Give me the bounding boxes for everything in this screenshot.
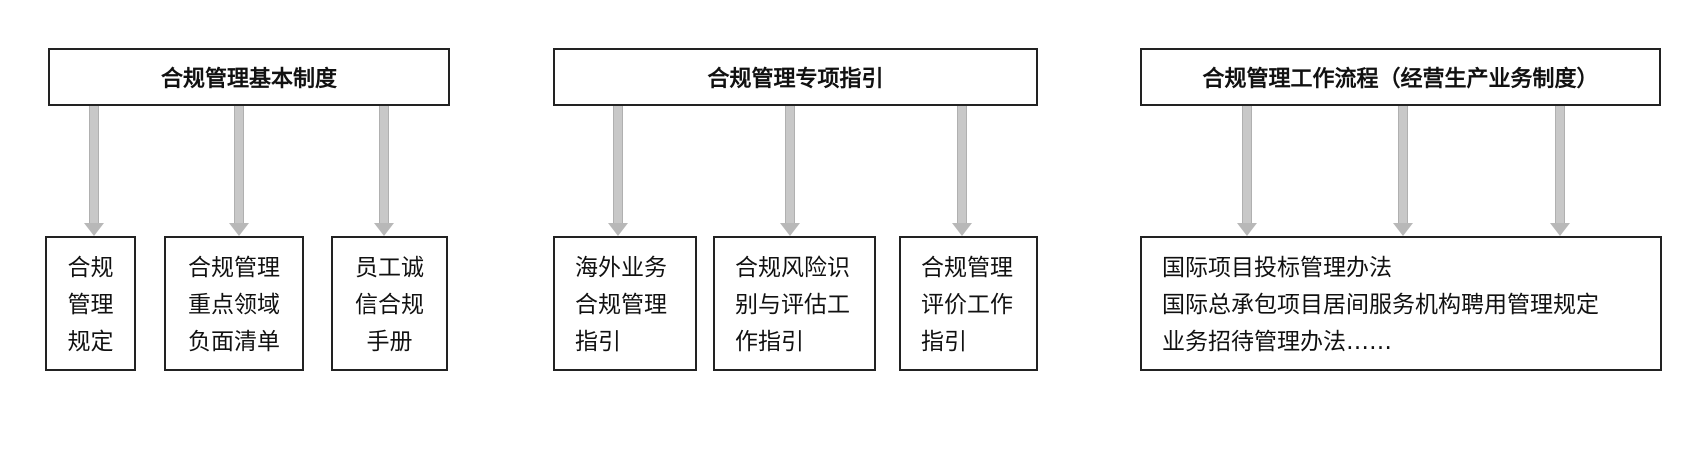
child-line: 合规 bbox=[67, 255, 114, 281]
child-line: 合规管理 bbox=[921, 255, 1013, 281]
child-line: 员工诚 bbox=[355, 255, 424, 281]
child-line: 信合规 bbox=[355, 292, 424, 318]
child-line: 业务招待管理办法…… bbox=[1162, 329, 1392, 355]
child-line: 别与评估工 bbox=[735, 292, 850, 318]
child-line: 合规管理 bbox=[575, 292, 667, 318]
arrow-1-2 bbox=[229, 106, 249, 236]
group-3-title: 合规管理工作流程（经营生产业务制度） bbox=[1202, 67, 1599, 92]
arrow-3-3 bbox=[1550, 106, 1570, 236]
group-1-child-3: 员工诚 信合规 手册 bbox=[331, 236, 448, 371]
child-line: 作指引 bbox=[735, 329, 804, 355]
arrow-3-2 bbox=[1393, 106, 1413, 236]
child-line: 规定 bbox=[67, 329, 114, 355]
child-line: 国际总承包项目居间服务机构聘用管理规定 bbox=[1162, 292, 1599, 318]
group-1-title: 合规管理基本制度 bbox=[160, 67, 337, 92]
arrow-1-3 bbox=[374, 106, 394, 236]
arrow-2-2 bbox=[780, 106, 800, 236]
arrow-3-1 bbox=[1237, 106, 1257, 236]
arrow-2-3 bbox=[952, 106, 972, 236]
group-3-child-1: 国际项目投标管理办法 国际总承包项目居间服务机构聘用管理规定 业务招待管理办法…… bbox=[1140, 236, 1662, 371]
group-1-title-box: 合规管理基本制度 bbox=[48, 48, 450, 106]
group-2-child-1: 海外业务 合规管理 指引 bbox=[553, 236, 697, 371]
child-line: 指引 bbox=[575, 329, 621, 355]
group-1-child-2: 合规管理 重点领域 负面清单 bbox=[164, 236, 304, 371]
group-3-title-box: 合规管理工作流程（经营生产业务制度） bbox=[1140, 48, 1661, 106]
child-line: 国际项目投标管理办法 bbox=[1162, 255, 1392, 281]
group-2-title: 合规管理专项指引 bbox=[707, 67, 884, 92]
child-line: 负面清单 bbox=[188, 329, 280, 355]
group-2-child-3: 合规管理 评价工作 指引 bbox=[899, 236, 1038, 371]
group-2-child-2: 合规风险识 别与评估工 作指引 bbox=[713, 236, 876, 371]
child-line: 重点领域 bbox=[188, 292, 280, 318]
child-line: 海外业务 bbox=[575, 255, 667, 281]
arrow-1-1 bbox=[84, 106, 104, 236]
child-line: 合规管理 bbox=[188, 255, 280, 281]
child-line: 合规风险识 bbox=[735, 255, 850, 281]
child-line: 指引 bbox=[921, 329, 967, 355]
child-line: 管理 bbox=[67, 292, 114, 318]
child-line: 手册 bbox=[366, 329, 413, 355]
child-line: 评价工作 bbox=[921, 292, 1013, 318]
group-1-child-1: 合规 管理 规定 bbox=[45, 236, 136, 371]
arrow-2-1 bbox=[608, 106, 628, 236]
group-2-title-box: 合规管理专项指引 bbox=[553, 48, 1038, 106]
